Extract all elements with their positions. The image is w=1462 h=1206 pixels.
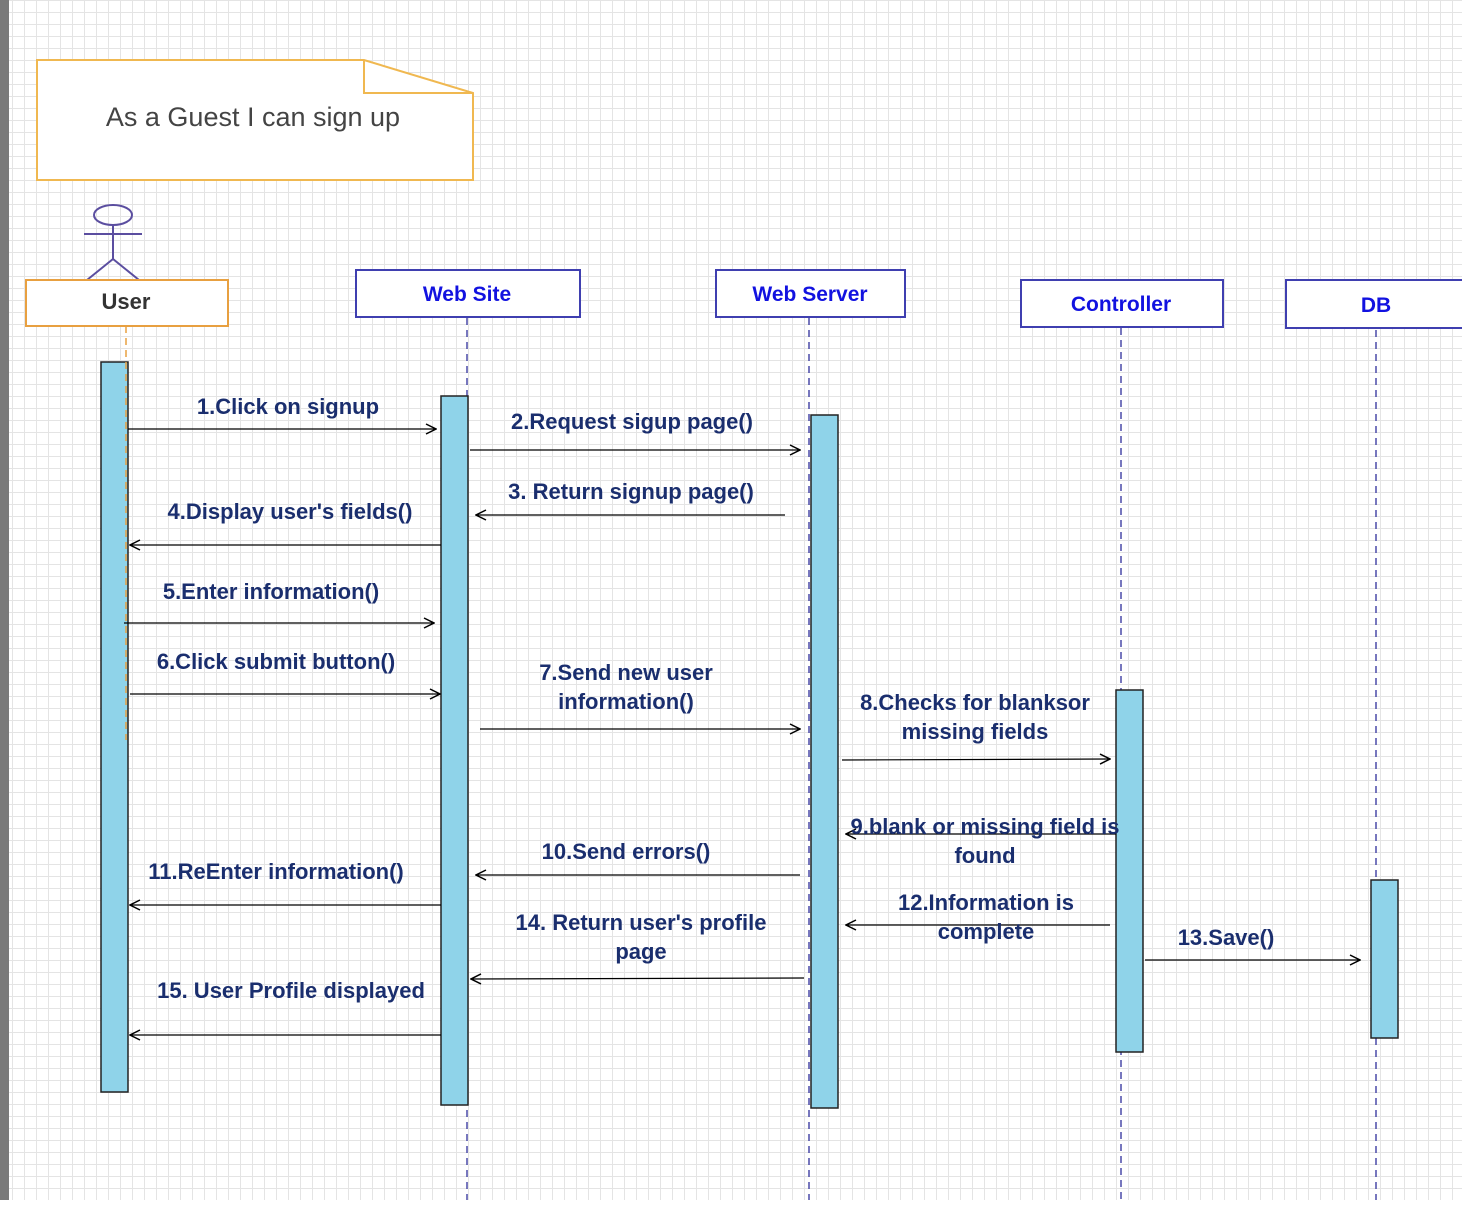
message-8[interactable]: 8.Checks for blanksor missing fields bbox=[841, 690, 1110, 760]
participant-controller[interactable]: Controller bbox=[1020, 279, 1224, 328]
message-10[interactable]: 10.Send errors() bbox=[476, 839, 800, 875]
message-5-label: 5.Enter information() bbox=[163, 579, 379, 604]
message-5[interactable]: 5.Enter information() bbox=[124, 579, 434, 623]
message-1[interactable]: 1.Click on signup bbox=[128, 394, 436, 429]
activation-website bbox=[440, 395, 469, 1106]
activation-controller bbox=[1115, 689, 1144, 1053]
message-10-label: 10.Send errors() bbox=[542, 839, 711, 864]
message-14-label-line2: page bbox=[615, 939, 666, 964]
note[interactable]: As a Guest I can sign up bbox=[36, 59, 474, 181]
message-12[interactable]: 12.Information is complete bbox=[846, 890, 1110, 944]
participant-user-label: User bbox=[102, 289, 151, 314]
participant-website[interactable]: Web Site bbox=[355, 269, 581, 318]
message-7-label-line1: 7.Send new user bbox=[539, 660, 713, 685]
message-3[interactable]: 3. Return signup page() bbox=[476, 479, 785, 515]
message-12-label-line1: 12.Information is bbox=[898, 890, 1074, 915]
activation-webserver bbox=[810, 414, 839, 1109]
message-15-label: 15. User Profile displayed bbox=[157, 978, 425, 1003]
message-9-label-line1: 9.blank or missing field is bbox=[851, 814, 1120, 839]
message-13-label: 13.Save() bbox=[1178, 925, 1275, 950]
participant-user[interactable]: User bbox=[25, 279, 229, 327]
message-11-label: 11.ReEnter information() bbox=[148, 859, 403, 884]
bottom-edge bbox=[0, 1200, 1462, 1206]
window-edge bbox=[0, 0, 9, 1206]
message-15[interactable]: 15. User Profile displayed bbox=[130, 978, 441, 1035]
participant-db-label: DB bbox=[1361, 294, 1391, 317]
message-9-label-line2: found bbox=[954, 843, 1015, 868]
message-2-label: 2.Request sigup page() bbox=[511, 409, 753, 434]
message-9[interactable]: 9.blank or missing field is found bbox=[846, 814, 1119, 868]
message-3-label: 3. Return signup page() bbox=[508, 479, 754, 504]
message-14-label-line1: 14. Return user's profile bbox=[516, 910, 767, 935]
message-2[interactable]: 2.Request sigup page() bbox=[470, 409, 800, 450]
activation-db bbox=[1370, 879, 1399, 1039]
message-6[interactable]: 6.Click submit button() bbox=[130, 649, 440, 694]
message-14[interactable]: 14. Return user's profile page bbox=[471, 910, 805, 979]
participant-webserver[interactable]: Web Server bbox=[715, 269, 906, 318]
actor-icon bbox=[84, 204, 142, 281]
message-8-label-line2: missing fields bbox=[902, 719, 1049, 744]
message-8-label-line1: 8.Checks for blanksor bbox=[860, 690, 1090, 715]
message-11[interactable]: 11.ReEnter information() bbox=[130, 859, 441, 905]
message-4-label: 4.Display user's fields() bbox=[168, 499, 413, 524]
participant-db[interactable]: DB bbox=[1285, 279, 1462, 329]
participant-webserver-label: Web Server bbox=[752, 283, 867, 306]
message-7[interactable]: 7.Send new user information() bbox=[480, 660, 800, 729]
activation-user bbox=[100, 361, 129, 1093]
message-4[interactable]: 4.Display user's fields() bbox=[130, 499, 441, 545]
message-1-label: 1.Click on signup bbox=[197, 394, 379, 419]
participant-website-label: Web Site bbox=[423, 283, 511, 306]
message-6-label: 6.Click submit button() bbox=[157, 649, 395, 674]
message-12-label-line2: complete bbox=[938, 919, 1035, 944]
message-7-label-line2: information() bbox=[558, 689, 694, 714]
message-13[interactable]: 13.Save() bbox=[1145, 925, 1360, 960]
participant-controller-label: Controller bbox=[1071, 293, 1171, 316]
note-text: As a Guest I can sign up bbox=[106, 102, 400, 132]
